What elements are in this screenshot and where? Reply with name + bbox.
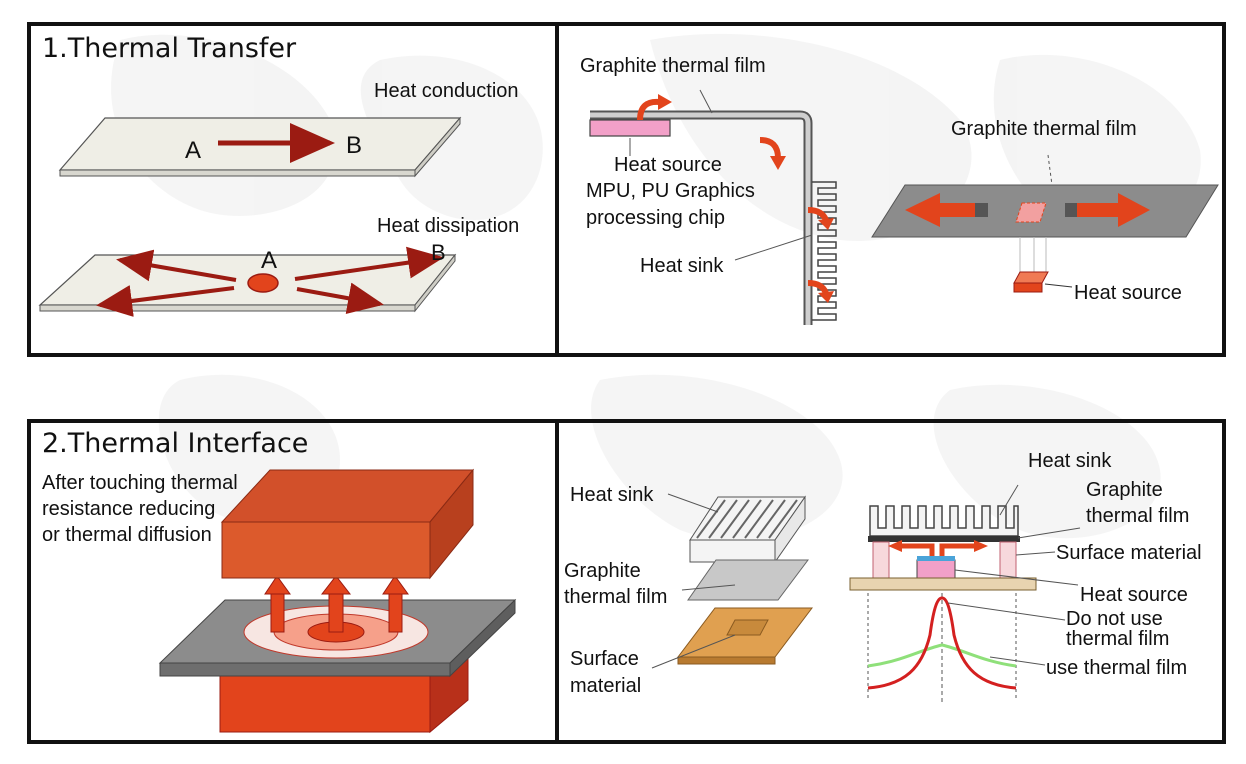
surface-right-leader [1015,551,1056,556]
film-leader-left [699,89,713,114]
hot-spot [1015,202,1047,223]
graphite-film-left-label: Graphite thermal film [580,55,766,77]
assembled-flow-arrow-right [939,543,976,556]
graphite-film-right-label: Graphite thermal film [951,118,1137,140]
dissipation-arrow-lower-left [96,285,235,317]
surface-left-line2: material [570,675,642,697]
interface-desc-line1: After touching thermal [42,472,238,494]
heat-source-label: Heat source [1080,584,1188,606]
spread-arrow-left [905,193,988,227]
point-a-bottom-label: A [261,247,278,274]
point-b-top-label: B [346,132,363,159]
assembled-heat-sink [869,505,1019,537]
heat-source-line1: Heat source [614,154,722,176]
panel1-title: 1.Thermal Transfer [42,33,297,64]
heat-sink-left-leader [667,493,719,513]
spread-arrow-right [1065,193,1150,227]
heat-conduction-label: Heat conduction [374,80,519,102]
flat-graphite-film [871,184,1219,238]
dissipation-arrow-upper-left [116,249,237,282]
graphite-right-line2: thermal film [1086,505,1190,527]
exploded-heat-sink [689,495,806,564]
dissipation-arrow-lower-right [296,282,384,315]
heat-sink-left-label: Heat sink [570,484,654,506]
graphite-left-line2: thermal film [564,586,668,608]
assembled-surface-right [999,541,1017,579]
sink-leader [734,234,813,261]
exploded-surface-material [676,607,814,665]
assembled-flow-arrow-left [900,543,935,556]
heat-source-chip [589,119,671,137]
heat-up-arrow-right [382,575,409,633]
heat-flow-arrow-sink-upper [807,207,829,222]
surface-material-right-label: Surface material [1056,542,1202,564]
upper-heat-block [220,468,475,580]
interface-desc-line3: or thermal diffusion [42,524,212,546]
heat-flow-arrow-up [637,98,661,121]
assembled-graphite-film [868,536,1020,542]
heat-flow-arrow-sink-lower [807,280,829,295]
heat-dissipation-label: Heat dissipation [377,215,520,237]
assembled-surface-left [872,541,890,579]
surface-left-leader [651,634,736,669]
no-film-line2: thermal film [1066,628,1170,650]
use-film-leader [989,656,1046,666]
heat-source-right-leader [1044,283,1073,288]
panel3-title: 2.Thermal Interface [42,428,309,459]
dissipation-arrow-upper-right [294,246,444,281]
point-b-bottom-label: B [431,240,446,265]
heat-source-right-label: Heat source [1074,282,1182,304]
curve-use-thermal-film [867,643,1017,668]
interface-desc-line2: resistance reducing [42,498,216,520]
lower-heat-block [219,643,469,734]
assembled-heat-source [916,559,956,579]
heat-sink-right-label: Heat sink [1028,450,1112,472]
use-film-label: use thermal film [1046,657,1188,679]
heat-source-line2: MPU, PU Graphics [586,180,755,202]
panel-interface-examples [555,419,1226,744]
point-a-top-label: A [185,137,202,164]
heat-source-block-right [1013,271,1049,293]
panel-graphite-film-examples [555,22,1226,357]
heat-source-line3: processing chip [586,207,725,229]
heat-up-arrow-center [320,575,352,633]
heat-sink-label: Heat sink [640,255,724,277]
no-film-leader [947,602,1066,621]
graphite-left-line1: Graphite [564,560,641,582]
heat-sink-comb [812,181,837,321]
graphite-left-leader [681,584,736,591]
exploded-graphite-film [687,559,809,601]
no-film-line1: Do not use [1066,608,1163,630]
heat-source-right-leader2 [954,569,1079,586]
graphite-right-leader [1017,527,1081,539]
curve-no-thermal-film [867,596,1017,690]
assembled-base-board [849,577,1037,591]
heat-flow-arrow-down [759,137,781,159]
film-leader-right [1047,154,1053,186]
heat-point-a [247,273,279,293]
heat-up-arrow-left [264,575,291,633]
surface-left-line1: Surface [570,648,639,670]
graphite-right-line1: Graphite [1086,479,1163,501]
